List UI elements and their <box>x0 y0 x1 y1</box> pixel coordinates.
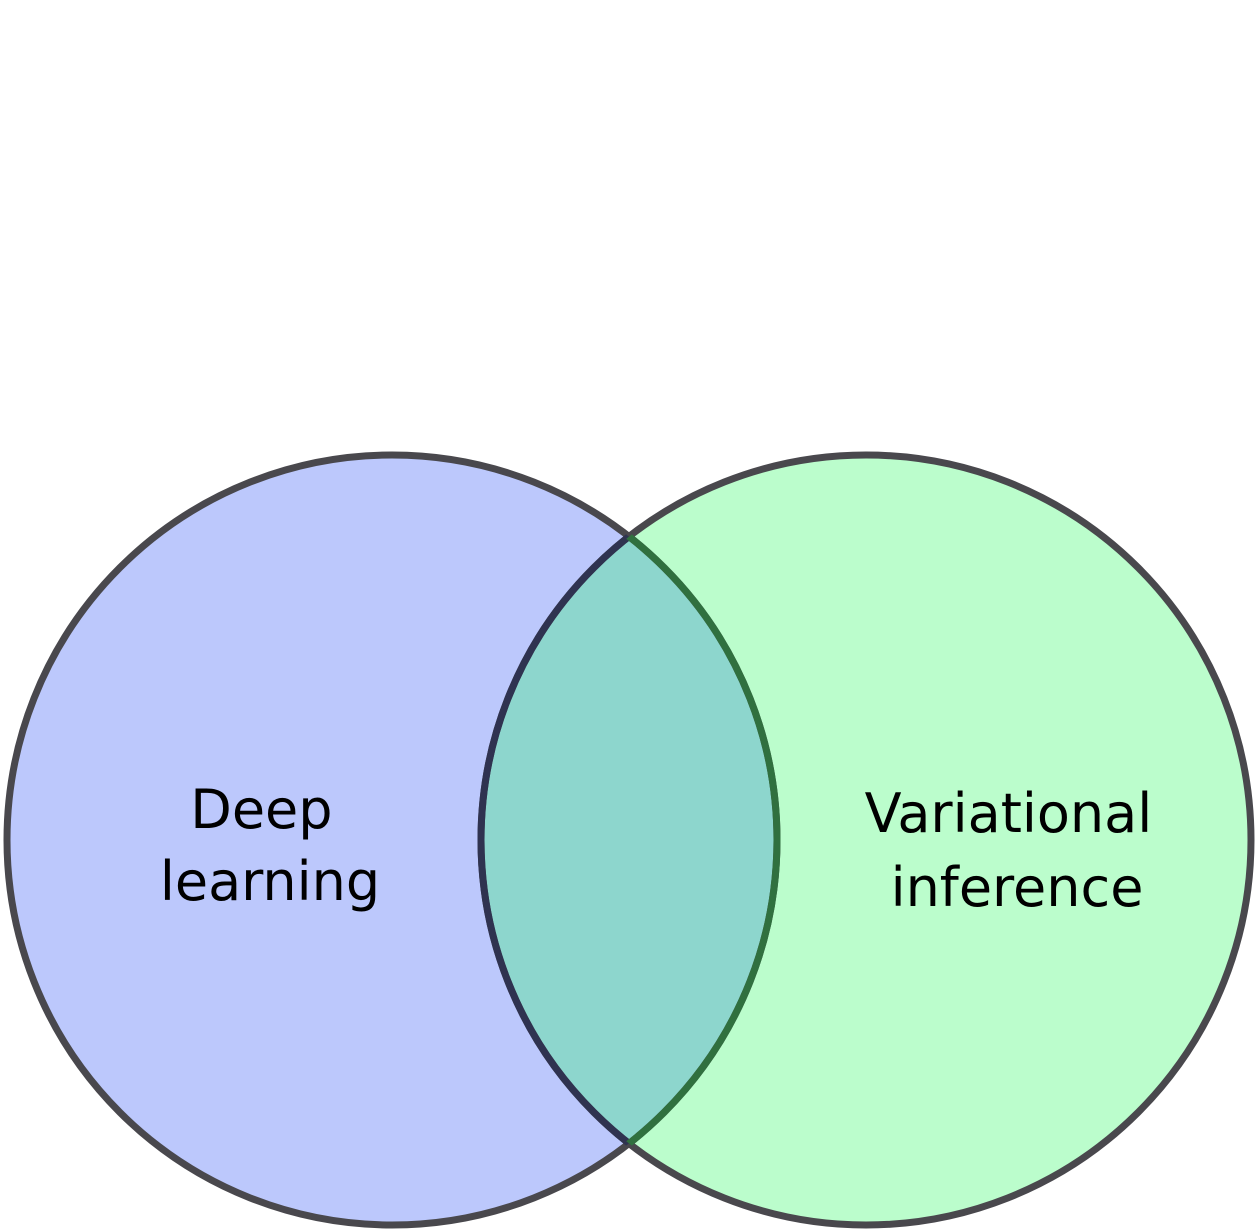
deep-learning-label-line-1: Deep <box>190 778 332 841</box>
intersection-outline-right-arc <box>481 455 781 1225</box>
variational-inference-label-line-2: inference <box>891 856 1144 919</box>
intersection-region <box>481 455 777 1225</box>
intersection-outline-left-arc <box>477 455 777 1225</box>
variational-inference-label-line-1: Variational <box>865 782 1153 845</box>
variational-inference-label: Variational inference <box>865 782 1170 919</box>
deep-learning-label: Deep learning <box>160 778 380 913</box>
deep-learning-label-line-2: learning <box>160 850 380 913</box>
